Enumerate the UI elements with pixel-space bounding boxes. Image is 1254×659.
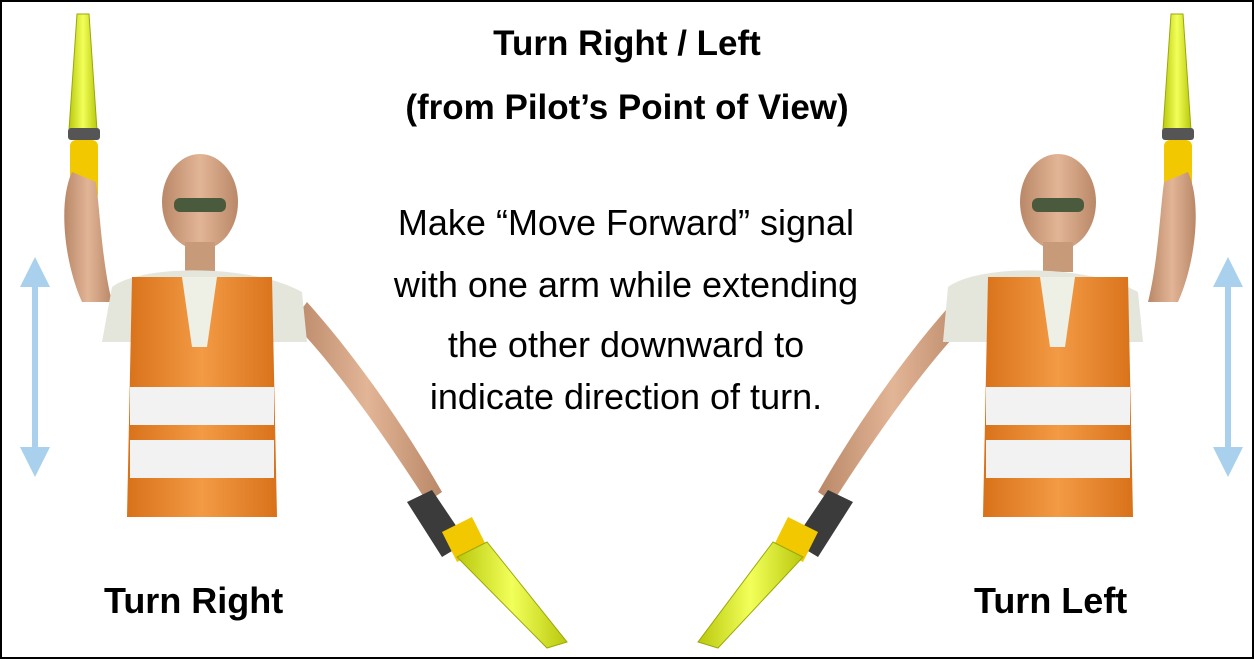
description-line: with one arm while extending [296, 264, 956, 306]
caption-turn-left: Turn Left [974, 580, 1127, 622]
lowered-wand-icon [698, 490, 853, 648]
title-line-1: Turn Right / Left [2, 24, 1252, 64]
caption-turn-right: Turn Right [104, 580, 283, 622]
description-line: indicate direction of turn. [296, 376, 956, 418]
lowered-wand-icon [407, 490, 567, 648]
title-line-2: (from Pilot’s Point of View) [2, 88, 1252, 128]
description-line: the other downward to [296, 324, 956, 366]
description-line: Make “Move Forward” signal [296, 202, 956, 244]
